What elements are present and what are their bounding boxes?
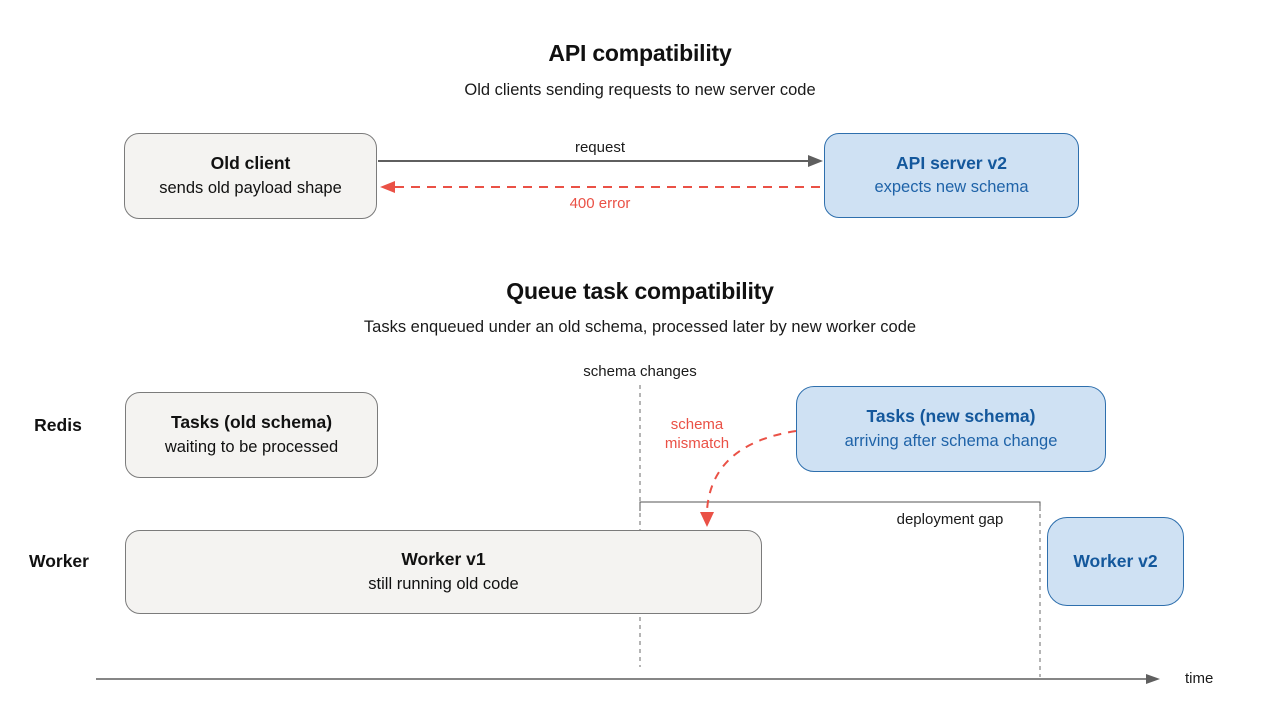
worker-v1-subtitle: still running old code <box>368 574 519 593</box>
schema-mismatch-line2: mismatch <box>664 434 730 452</box>
api-section-title: API compatibility <box>548 40 732 66</box>
tasks-old-title: Tasks (old schema) <box>170 412 333 433</box>
worker-v2-title: Worker v2 <box>1073 550 1158 571</box>
worker-v2-node: Worker v2 <box>1047 517 1184 606</box>
queue-section-title: Queue task compatibility <box>506 278 774 304</box>
tasks-old-schema-node: Tasks (old schema) waiting to be process… <box>125 392 378 478</box>
deployment-gap-bracket <box>639 501 1041 511</box>
error-arrow <box>380 181 820 193</box>
redis-row-label: Redis <box>34 415 82 435</box>
time-axis <box>96 674 1160 684</box>
tasks-new-title: Tasks (new schema) <box>866 406 1036 427</box>
api-server-title: API server v2 <box>896 152 1007 173</box>
request-arrow <box>378 155 823 167</box>
old-client-title: Old client <box>210 153 291 174</box>
old-client-node: Old client sends old payload shape <box>124 133 377 219</box>
request-arrow-label: request <box>574 139 626 156</box>
tasks-old-subtitle: waiting to be processed <box>164 437 339 456</box>
deployment-gap-label: deployment gap <box>896 511 1004 528</box>
schema-changes-label: schema changes <box>583 363 697 380</box>
api-server-node: API server v2 expects new schema <box>824 133 1079 218</box>
api-server-subtitle: expects new schema <box>874 178 1029 197</box>
time-axis-label: time <box>1185 670 1214 687</box>
api-section-subtitle: Old clients sending requests to new serv… <box>464 81 816 99</box>
tasks-new-schema-node: Tasks (new schema) arriving after schema… <box>796 386 1106 472</box>
error-arrow-label: 400 error <box>569 195 631 212</box>
old-client-subtitle: sends old payload shape <box>159 178 342 197</box>
queue-section-subtitle: Tasks enqueued under an old schema, proc… <box>363 318 917 336</box>
schema-mismatch-line1: schema <box>670 416 724 433</box>
tasks-new-subtitle: arriving after schema change <box>844 431 1058 450</box>
schema-mismatch-label: schema mismatch <box>647 416 747 454</box>
worker-row-label: Worker <box>29 551 89 571</box>
worker-v1-node: Worker v1 still running old code <box>125 530 762 614</box>
worker-v1-title: Worker v1 <box>401 549 486 570</box>
